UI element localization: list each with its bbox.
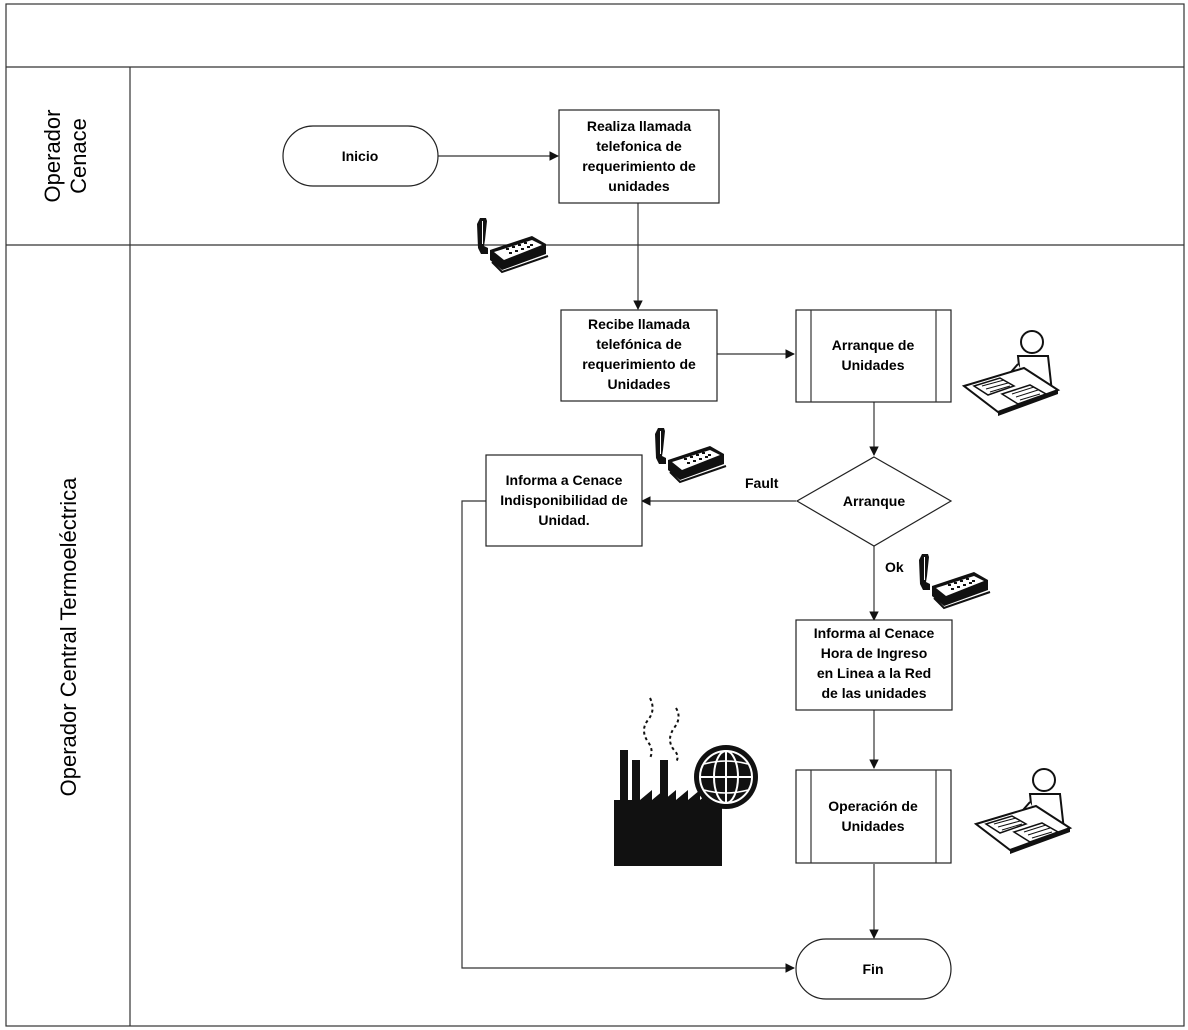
node-label: Unidades	[841, 818, 904, 834]
node-label: telefonica de	[596, 138, 682, 154]
edge-label-ok: Ok	[885, 559, 904, 575]
node-label: Informa al Cenace	[814, 625, 935, 641]
node-label: Unidad.	[538, 512, 589, 528]
factory-icon	[614, 697, 722, 866]
node-informa-hora-ingreso: Informa al Cenace Hora de Ingreso en Lin…	[795, 619, 953, 711]
node-label: Realiza llamada	[587, 118, 691, 134]
node-label: Unidades	[607, 376, 670, 392]
node-label: unidades	[608, 178, 670, 194]
operator-at-desk-icon	[963, 330, 1059, 417]
node-arranque-de-unidades: Arranque de Unidades	[795, 309, 952, 403]
connectors	[438, 151, 879, 973]
node-label: telefónica de	[596, 336, 682, 352]
node-arranque-decision: Arranque	[795, 456, 953, 547]
lane-label-central: Operador Central Termoeléctrica	[56, 477, 81, 796]
node-label: Informa a Cenace	[506, 472, 623, 488]
globe-icon	[694, 745, 758, 809]
node-label: Inicio	[342, 148, 379, 164]
telephone-icon	[918, 553, 991, 609]
lane-label-cenace: Operador Cenace	[40, 110, 91, 203]
node-label: requerimiento de	[582, 158, 696, 174]
node-realiza-llamada: Realiza llamada telefonica de requerimie…	[558, 109, 720, 204]
node-label: Hora de Ingreso	[821, 645, 928, 661]
lane-label-line: Operador Central Termoeléctrica	[56, 477, 81, 796]
node-informa-indisponibilidad: Informa a Cenace Indisponibilidad de Uni…	[485, 454, 643, 547]
edge-label-fault: Fault	[745, 475, 779, 491]
swimlane-frame	[5, 3, 1185, 1027]
node-label: en Linea a la Red	[817, 665, 931, 681]
node-label: Fin	[863, 961, 884, 977]
node-label: Unidades	[841, 357, 904, 373]
node-label: de las unidades	[821, 685, 926, 701]
node-recibe-llamada: Recibe llamada telefónica de requerimien…	[560, 309, 718, 402]
node-label: Recibe llamada	[588, 316, 690, 332]
node-label: Arranque de	[832, 337, 915, 353]
node-inicio: Inicio	[282, 125, 439, 187]
node-label: requerimiento de	[582, 356, 696, 372]
node-label: Arranque	[843, 493, 905, 509]
operator-at-desk-icon	[975, 768, 1071, 855]
telephone-icon	[654, 427, 727, 483]
lane-label-line: Cenace	[66, 118, 91, 194]
node-fin: Fin	[795, 938, 952, 1000]
node-label: Indisponibilidad de	[500, 492, 628, 508]
lane-label-line: Operador	[40, 110, 65, 203]
node-label: Operación de	[828, 798, 918, 814]
node-operacion-de-unidades: Operación de Unidades	[795, 769, 952, 864]
